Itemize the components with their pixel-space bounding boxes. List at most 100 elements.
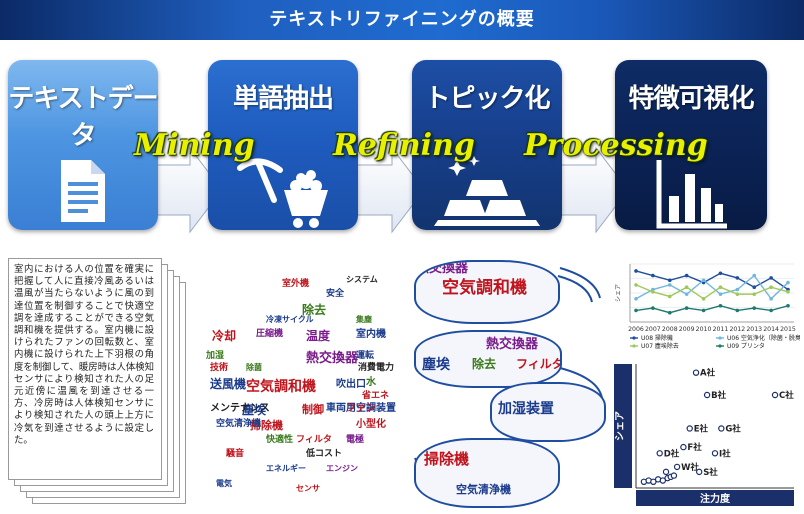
topic-label: 加湿装置 [498,401,554,417]
series-point [634,308,638,313]
legend-marker [632,336,636,340]
series-point [752,292,757,296]
series-point [735,276,740,280]
overlay-mining: Mining [134,128,255,163]
arrow-3 [555,146,629,234]
word-cloud-term: 小型化 [356,419,386,430]
topic-label: 空気調和機 [442,278,527,298]
point-label: B社 [711,390,726,401]
pickaxe-minecart-icon [208,156,358,266]
series-point [634,297,638,301]
word-cloud-term: 吹出口 [336,379,366,390]
series-point [718,292,723,296]
word-cloud-term: 安全 [326,289,345,299]
series-point [786,303,790,308]
topic-label: 熱交換器 [416,261,469,276]
series-point [752,285,757,289]
legend-marker [632,344,636,348]
series-point [634,269,638,273]
word-cloud-term: エネルギー [266,464,306,473]
x-tick-label: 2009 [679,326,695,333]
series-point [701,297,706,301]
step-label: テキストデータ [8,84,158,151]
legend-marker [718,336,722,340]
scatter-point [659,477,667,484]
series-point [651,273,655,278]
series-point [786,280,790,285]
x-tick-label: 2007 [645,326,661,333]
y-axis-band [614,364,632,488]
series-line [635,284,789,300]
point-label: S社 [703,467,718,478]
series-point [684,292,689,296]
word-cloud-term: エンジン [326,464,358,473]
scatter-point [670,472,678,479]
gold-bars-icon [412,156,562,266]
series-point [752,273,757,278]
word-cloud-term: 集塵 [356,315,372,324]
word-cloud-term: 室内機 [356,329,386,340]
series-point [634,283,638,287]
series-point [684,273,689,278]
series-line [635,305,789,314]
series-point [735,292,740,296]
step-word-extraction: 単語抽出 [208,60,358,230]
series-line [635,270,789,291]
word-cloud-term: 温度 [306,329,331,343]
y-axis-label: シェア [615,284,622,302]
scatter-point [686,425,693,432]
series-point [769,276,773,280]
overlay-processing: Processing [524,128,708,163]
step-visualization: 特徴可視化 [615,60,767,230]
bar-chart-icon [615,156,767,266]
x-tick-label: 2012 [729,326,745,333]
series-point [701,308,706,313]
arrow-2 [351,146,425,234]
step-label: 単語抽出 [232,84,334,114]
series-point [735,287,740,292]
point-label: F社 [687,442,702,453]
x-axis-band [636,490,794,506]
step-label: 特徴可視化 [628,84,754,114]
word-cloud-term: センサ [296,484,320,493]
legend-label: U09 プリンタ [727,342,765,350]
topic-label: フィルタ [516,357,562,371]
scatter-point [718,425,725,432]
scatter-point [703,391,711,399]
topic-bubble: 空気調和機 熱交換器 [414,260,560,324]
series-point [684,285,689,289]
step-label: トピック化 [424,84,550,114]
scatter-point [680,443,687,451]
topic-bubbles: 空気調和機熱交換器塵埃除去フィルタ熱交換器加湿装置掃除機空気清浄機 [410,258,606,508]
series-point [667,283,672,287]
word-cloud-term: 騒音 [226,449,245,459]
scatter-point [692,369,700,376]
word-cloud-term: 除菌 [246,363,262,372]
word-cloud-term: ファン [346,403,376,414]
x-tick-label: 2015 [780,326,796,333]
word-cloud-term: 加湿 [206,351,225,361]
series-point [718,303,723,308]
series-point [684,306,689,310]
word-cloud-term: 電気 [216,479,232,488]
word-cloud-term: 圧縮機 [256,329,284,339]
scatter-point [662,468,670,476]
topic-bubble: 塵埃除去フィルタ熱交換器 [414,330,562,388]
scatter-point [673,463,681,471]
word-cloud-term: システム [346,275,378,284]
series-point [718,271,723,276]
page-title: テキストリファイニングの概要 [0,0,804,40]
scatter-point [650,478,657,486]
word-cloud: 空気調和機熱交換器送風機冷却除去温度塵埃掃除機制御吹出口水車両用空調装置ファンメ… [206,260,402,508]
step-topic: トピック化 [412,60,562,230]
topic-label: 塵埃 [422,357,450,373]
word-cloud-term: 室外機 [282,279,310,289]
series-point [735,308,740,313]
scatter-point [656,450,663,457]
series-point [786,290,790,294]
document-text: 室内における人の位置を確実に把握して人に直接冷風あるいは温風が当たらないように風… [14,264,154,446]
word-cloud-term: 消費電力 [358,363,395,373]
series-point [769,285,773,289]
word-cloud-term: 冷却 [212,329,237,343]
